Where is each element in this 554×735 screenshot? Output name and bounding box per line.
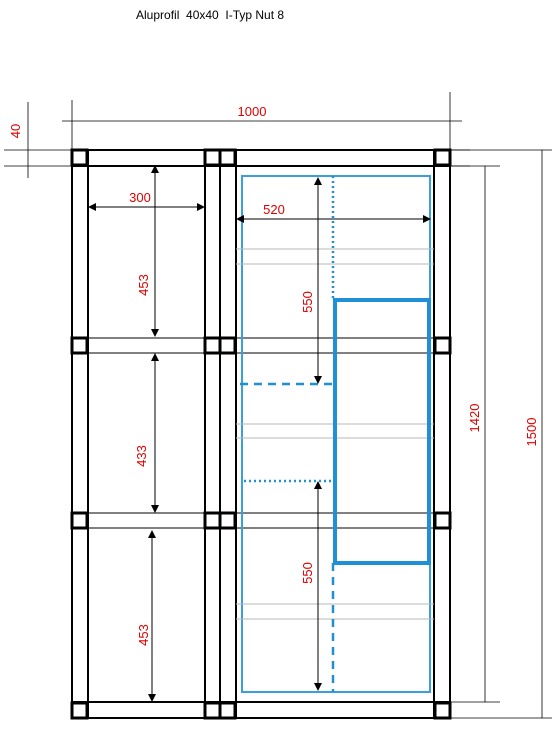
aluminum-frame: [71, 149, 451, 719]
dim-text-left-bay-top: 453: [136, 274, 151, 296]
panel-region: [236, 175, 434, 693]
drawing-title: Aluprofil 40x40 I-Typ Nut 8: [136, 8, 285, 22]
dim-text-right-panel-width: 520: [263, 202, 285, 217]
dim-text-overall-height: 1500: [524, 418, 539, 447]
dim-text-upper-panel-height: 550: [300, 291, 315, 313]
dimension-arrows: [88, 165, 431, 702]
dim-text-left-bay-bottom: 453: [136, 624, 151, 646]
dim-text-profile: 40: [8, 124, 23, 138]
cross-rails: [72, 337, 450, 529]
dim-text-overall-width: 1000: [238, 104, 267, 119]
dim-text-left-bay-middle: 433: [134, 445, 149, 467]
dim-text-lower-panel-height: 550: [300, 562, 315, 584]
dim-text-left-bay-width: 300: [129, 190, 151, 205]
dim-text-inner-height: 1420: [467, 404, 482, 433]
joint-squares: [70, 148, 452, 720]
